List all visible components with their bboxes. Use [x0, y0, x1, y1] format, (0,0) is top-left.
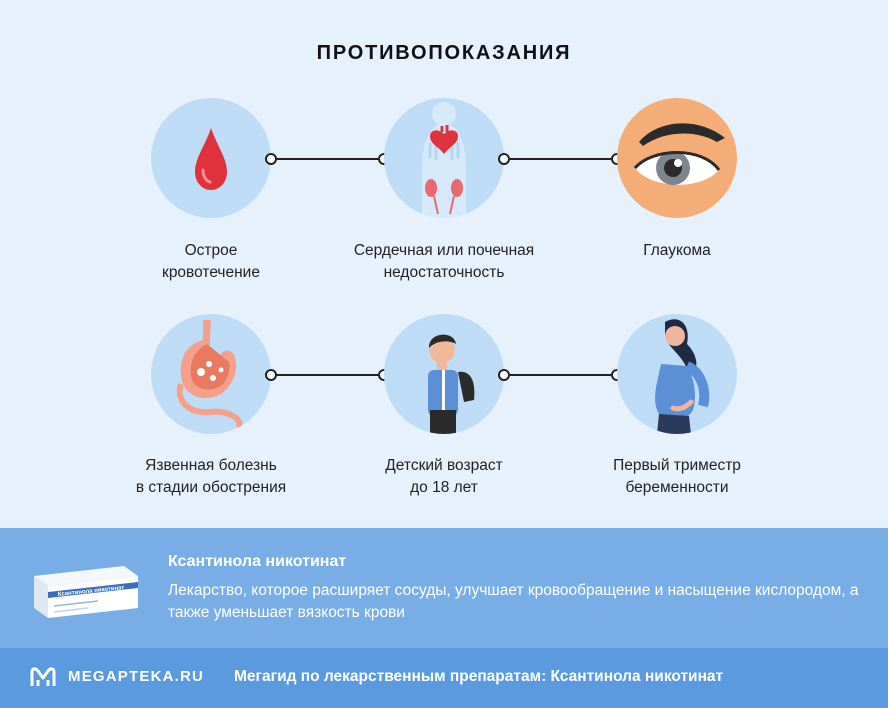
child-circle [384, 314, 504, 434]
drug-info-band: Ксантинола никотинат Ксантинола никотина… [0, 528, 888, 648]
stomach-icon [176, 320, 243, 430]
eye-circle [617, 98, 737, 218]
contraindications-row-1 [0, 98, 888, 228]
brand-name[interactable]: MEGAPTEKA.RU [68, 668, 205, 685]
connector-line [265, 153, 390, 165]
stomach-circle [151, 314, 271, 434]
drug-name: Ксантинола никотинат [168, 553, 347, 570]
connector-line [498, 369, 623, 381]
contraindications-row-2 [0, 314, 888, 444]
connector-line [498, 153, 623, 165]
label-glaucoma: Глаукома [643, 242, 711, 259]
eye-icon [633, 123, 725, 185]
guide-title: Мегагид по лекарственным препаратам: Кса… [234, 668, 724, 685]
pregnant-woman-circle [617, 314, 737, 434]
megapteka-logo-icon [30, 667, 56, 686]
footer: MEGAPTEKA.RU Мегагид по лекарственным пр… [0, 648, 888, 708]
medicine-box-image: Ксантинола никотинат [34, 566, 138, 618]
connector-line [265, 369, 390, 381]
pregnant-woman-icon [655, 319, 710, 434]
child-icon [428, 334, 475, 434]
page-title: ПРОТИВОПОКАЗАНИЯ [316, 42, 572, 64]
drug-description: Лекарство, которое расширяет сосуды, улу… [168, 582, 859, 621]
blood-drop-circle [151, 98, 271, 218]
heart-kidney-icon [422, 102, 466, 218]
heart-kidney-circle [384, 98, 504, 218]
blood-drop-icon [195, 128, 227, 190]
